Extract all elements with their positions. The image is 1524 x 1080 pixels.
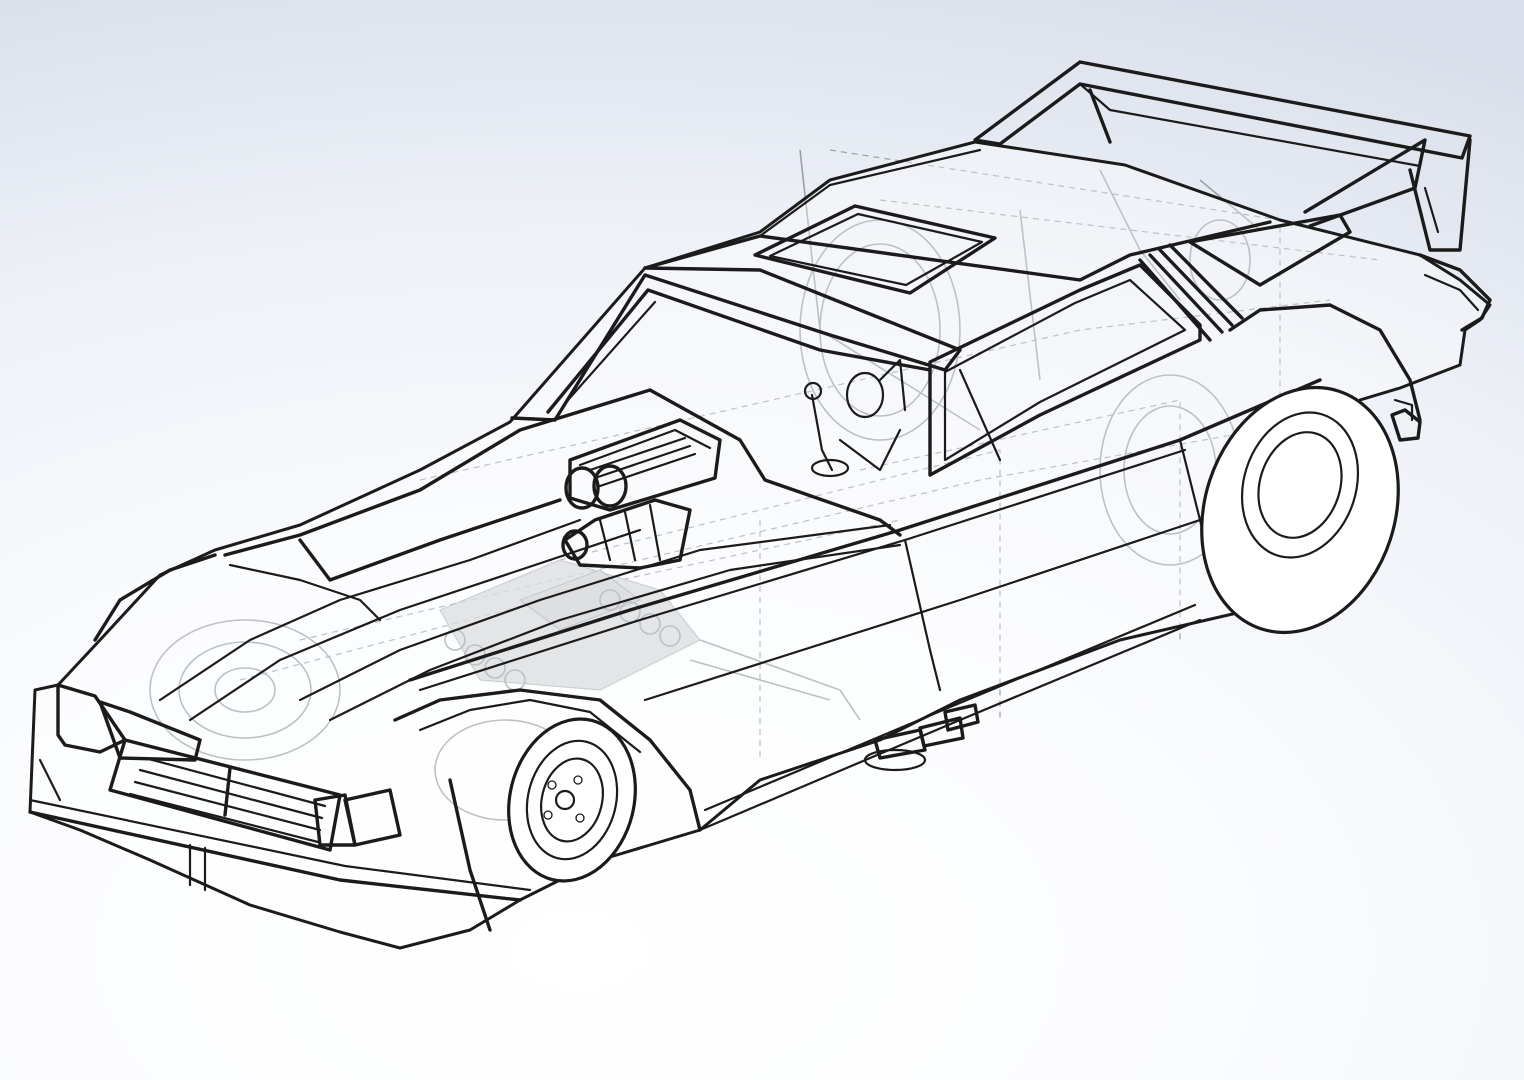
blower-scoop (561, 418, 722, 570)
engine-block-hidden (439, 559, 861, 721)
rear-wing (973, 60, 1472, 252)
quarter-window (1188, 213, 1352, 287)
rear-wheel (1200, 303, 1422, 635)
exhaust-headers (863, 703, 980, 772)
hood (158, 388, 902, 722)
rear-end (1390, 253, 1492, 442)
front-wheel (507, 717, 637, 883)
body-shell (28, 140, 1492, 950)
cabin (510, 148, 1272, 422)
side-window (928, 263, 1202, 477)
front-end (28, 683, 532, 902)
cockpit-interior (803, 358, 907, 478)
louver-vents (1138, 243, 1244, 342)
